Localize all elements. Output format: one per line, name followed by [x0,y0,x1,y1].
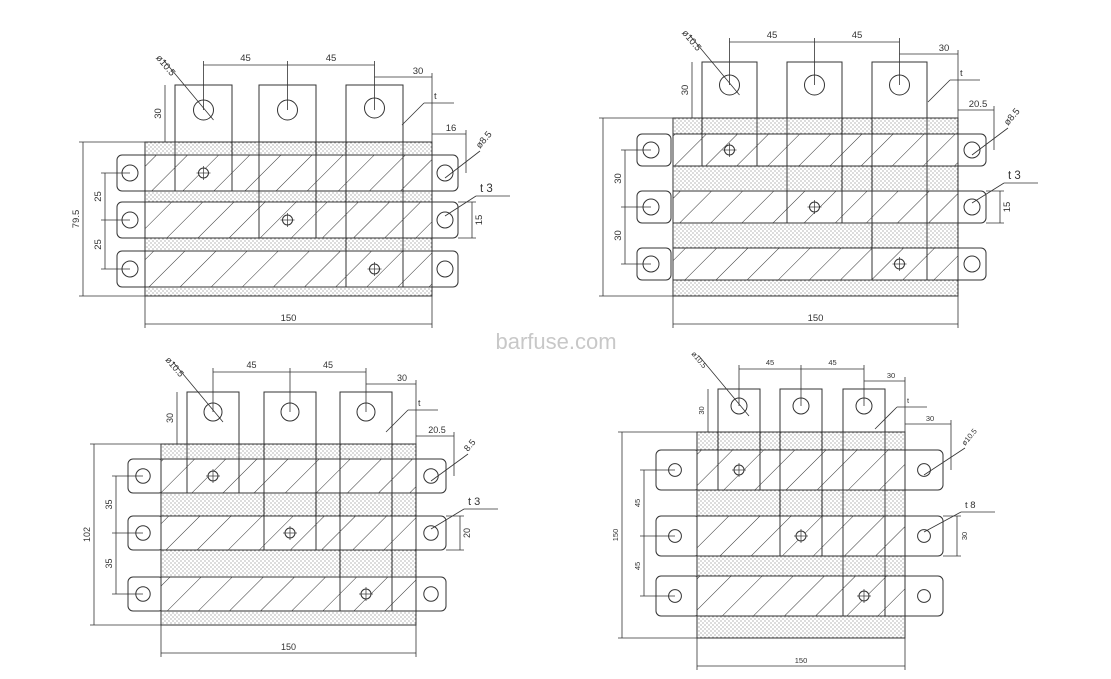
dimension-line [923,511,962,533]
dimension-line [698,355,750,417]
overall-height-label: 150 [611,529,620,542]
dimension-line [172,361,224,423]
overall-width-label: 150 [281,642,296,652]
terminal-hole [423,525,439,541]
terminal-hole [436,211,454,229]
pitch-label: 45 [246,360,256,370]
layer-thickness-label: t 8 [965,500,976,511]
drawing-panel-bl: 45 45 30 30 ø10.5 t 20.5 8.5 t 3 20 35 35 102 150 [82,355,498,657]
bolt-hole-label: ø10.5 [153,53,177,79]
side-gap-label: 30 [926,414,934,423]
bolt-hole-label: ø10.5 [679,28,703,54]
drawing-panel-tr: 45 45 30 30 ø10.5 t 20.5 ø8.5 t 3 15 30 30 150 [599,28,1038,328]
pitch-label: 45 [323,360,333,370]
bolt-hole-label: ø10.5 [163,355,185,379]
thickness-label: t [434,91,437,102]
row-spacing-label: 35 [104,558,114,568]
copper-hatch [161,459,416,493]
copper-hatch [697,450,905,490]
edge-label: 30 [939,43,950,54]
strap-width-label: 15 [474,215,485,226]
thickness-label: t [418,398,421,408]
side-hole-label: 8.5 [462,437,478,453]
side-hole-label: ø10.5 [960,427,979,447]
strap-width-label: 20 [462,528,472,538]
row-spacing-label: 30 [613,173,624,184]
pitch-label: 45 [767,30,778,41]
terminal-hole [917,529,931,543]
copper-hatch [697,576,905,616]
layer-thickness-label: t 3 [468,496,480,508]
tab-height-label: 30 [680,85,691,96]
dimension-line [430,508,465,530]
tab-height-label: 30 [153,108,164,119]
overall-width-label: 150 [795,656,808,665]
side-gap-label: 16 [446,123,457,134]
row-spacing-label: 45 [633,499,642,507]
dimension-line [430,453,469,482]
row-spacing-label: 25 [93,191,104,202]
dimension-line [923,447,966,476]
copper-hatch [161,577,416,611]
edge-label: 30 [887,371,895,380]
terminal-hole [436,164,454,182]
row-spacing-label: 45 [633,562,642,570]
thickness-label: t [907,396,910,405]
terminal-hole [423,586,439,602]
terminal-hole [963,255,981,273]
edge-label: 30 [397,373,407,383]
overall-width-label: 150 [808,313,824,324]
pitch-label: 45 [240,53,251,64]
terminal-hole [963,198,981,216]
terminal-hole [917,589,931,603]
dimension-line [444,195,477,217]
terminal-hole [963,141,981,159]
overall-height-label: 79.5 [71,210,82,229]
dimension-line [444,150,481,179]
pitch-label: 45 [766,358,774,367]
strap-width-label: 30 [960,532,969,540]
dimension-line [971,182,1005,204]
copper-hatch [145,155,432,191]
row-spacing-label: 25 [93,239,104,250]
drawing-panel-br: 45 45 30 30 ø10.5 t 30 ø10.5 t 8 30 45 45 150 150 [611,350,995,670]
row-spacing-label: 30 [613,230,624,241]
layer-thickness-label: t 3 [480,183,493,195]
edge-label: 30 [413,66,424,77]
overall-height-label: 102 [82,527,92,542]
side-gap-label: 20.5 [428,425,446,435]
copper-hatch [673,134,958,166]
copper-hatch [145,251,432,287]
dimension-line [927,79,951,103]
side-gap-label: 20.5 [969,99,988,110]
layer-thickness-label: t 3 [1008,170,1021,182]
side-hole-label: ø8.5 [1002,106,1023,128]
pitch-label: 45 [326,53,337,64]
copper-hatch [673,248,958,280]
tab-height-label: 30 [697,406,706,414]
dimension-line [401,102,425,126]
overall-width-label: 150 [281,313,297,324]
pitch-label: 45 [852,30,863,41]
drawing-panel-tl: 45 45 30 30 ø10.5 t 16 ø8.5 t 3 15 25 25 79.5 150 [71,53,510,328]
side-hole-label: ø8.5 [474,129,495,151]
terminal-hole [436,260,454,278]
tab-height-label: 30 [165,413,175,423]
dimension-line [971,127,1009,156]
terminal-hole [423,468,439,484]
dimension-line [874,406,898,430]
strap-width-label: 15 [1002,202,1013,213]
terminal-hole [917,463,931,477]
bolt-hole-label: ø10.5 [689,350,708,370]
dimension-line [689,34,740,96]
pitch-label: 45 [828,358,836,367]
dimension-line [385,409,409,433]
row-spacing-label: 35 [104,499,114,509]
thickness-label: t [960,68,963,79]
watermark-text: barfuse.com [495,329,616,354]
dimension-line [163,59,214,121]
